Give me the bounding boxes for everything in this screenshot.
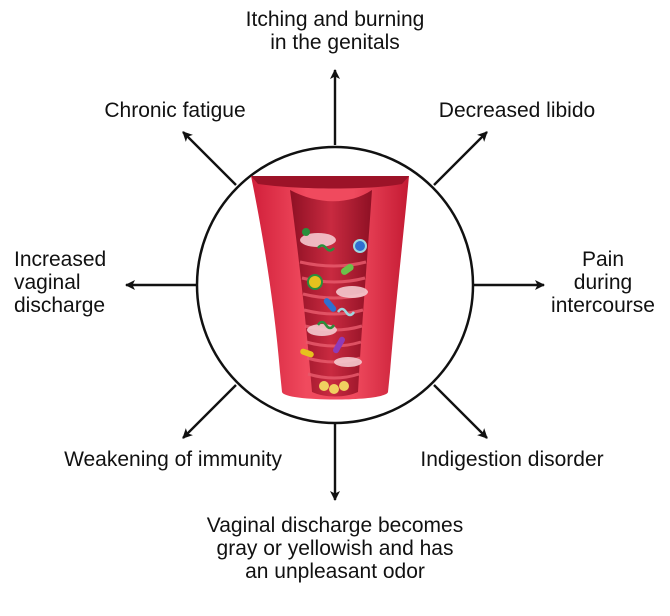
- label-line: intercourse: [551, 294, 655, 317]
- label-line: vaginal: [14, 271, 81, 294]
- label-line: Decreased libido: [438, 99, 596, 122]
- label-line: Chronic fatigue: [104, 99, 246, 122]
- label-line: Indigestion disorder: [420, 448, 604, 471]
- canal-illustration: [251, 176, 409, 400]
- label-line: Itching and burning: [245, 8, 425, 31]
- label-itching-burning: Itching and burning in the genitals: [205, 8, 465, 54]
- label-line: Vaginal discharge becomes: [206, 514, 464, 537]
- label-line: gray or yellowish and has: [216, 537, 454, 560]
- label-line: in the genitals: [270, 31, 400, 54]
- label-line: during: [573, 271, 633, 294]
- arrow-top-right: [433, 131, 488, 186]
- label-line: Pain: [581, 248, 625, 271]
- arrows: [125, 69, 545, 501]
- bacteria: [300, 228, 367, 394]
- mucosa-patches: [300, 233, 368, 367]
- label-line: discharge: [14, 294, 106, 317]
- label-line: Weakening of immunity: [64, 448, 282, 471]
- label-increased-discharge: Increased vaginal discharge: [14, 248, 144, 317]
- label-indigestion: Indigestion disorder: [392, 448, 632, 471]
- label-chronic-fatigue: Chronic fatigue: [70, 99, 280, 122]
- arrow-bottom-left: [182, 384, 237, 439]
- label-decreased-libido: Decreased libido: [412, 99, 622, 122]
- label-pain-intercourse: Pain during intercourse: [540, 248, 666, 317]
- label-line: an unpleasant odor: [245, 560, 425, 583]
- arrow-bottom-right: [433, 384, 488, 439]
- label-line: Increased: [14, 248, 107, 271]
- arrow-top-left: [182, 131, 237, 186]
- canal-opening: [251, 176, 409, 189]
- label-weakening-immunity: Weakening of immunity: [38, 448, 308, 471]
- label-discharge-color-odor: Vaginal discharge becomes gray or yellow…: [160, 514, 510, 583]
